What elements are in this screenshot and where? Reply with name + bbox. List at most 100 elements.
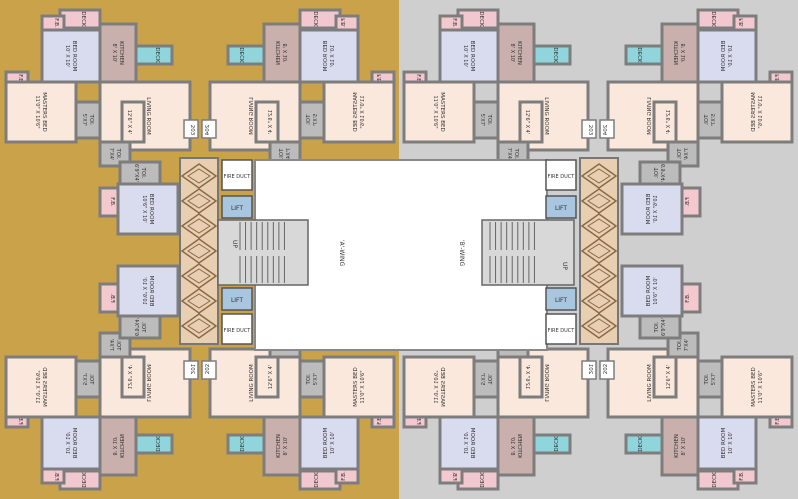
fire-duct-left-top	[221, 159, 253, 191]
bed-room	[438, 28, 500, 84]
kitchen-dim: 8' X 10'	[111, 44, 117, 63]
master-bed-label: MASTERS BED	[353, 367, 359, 406]
toilet-c-dim: 6'9"X4'	[661, 318, 667, 336]
fb-side-label: F.B.	[17, 415, 23, 425]
master-bed-label: MASTERS BED	[439, 92, 445, 131]
flat-number-label: 201	[189, 364, 195, 375]
toilet-c	[638, 160, 682, 186]
deck-side-label: DECK	[240, 47, 246, 63]
deck-label: DECK	[712, 11, 718, 27]
bed-room	[696, 28, 758, 84]
fb-top	[438, 14, 464, 32]
bed-room-dim: 10' X 10'	[64, 45, 70, 67]
kitchen-label: KITCHEN	[674, 41, 680, 65]
passage-dim: 12'6" X 4'	[524, 110, 530, 134]
fb-side-label: F.B.	[17, 74, 23, 84]
passage	[652, 355, 678, 399]
deck	[456, 8, 500, 30]
kitchen-label: KITCHEN	[118, 434, 124, 458]
master-bed	[720, 355, 794, 419]
pattern-diamond	[580, 288, 618, 314]
kitchen	[496, 22, 536, 84]
toilet-a-label: TOI.	[306, 373, 312, 385]
deck-label: DECK	[80, 472, 86, 488]
toilet-a-label: TOI.	[704, 373, 710, 385]
deck	[696, 469, 740, 491]
living-room-label: LIVING ROOM	[145, 364, 151, 402]
core-left: LIFT LIFT FIRE DUCT FIRE DUCT UP 'A'-WIN…	[179, 157, 345, 345]
fb-top-label: F.B.	[739, 471, 745, 481]
master-bed	[402, 355, 476, 419]
deck-label: DECK	[712, 472, 718, 488]
bed-room-label: BED ROOM	[469, 428, 475, 459]
lift-left-bottom	[221, 287, 253, 311]
fb-side-label: F.B.	[415, 415, 421, 425]
pattern-diamond	[580, 213, 618, 239]
lift-label: LIFT	[231, 297, 243, 304]
kitchen-dim: 8' X 10'	[681, 44, 687, 63]
master-bed-dim: 11'0" X 10'6"	[360, 95, 366, 128]
deck	[58, 469, 102, 491]
bed-room-label: BED ROOM	[71, 428, 77, 459]
lift-label: LIFT	[231, 205, 243, 212]
pattern-diamond	[180, 213, 218, 239]
toilet-c-label: TOI.	[140, 166, 146, 178]
bed-room-2	[620, 264, 684, 318]
passage-dim: 12'6" X 4'	[666, 365, 672, 389]
pattern-diamond	[587, 243, 611, 259]
toilet-b-label: TOI.	[115, 147, 121, 159]
toilet-b-dim: 7'X4'	[684, 148, 690, 161]
bed-room-2-label: BED ROOM	[646, 194, 652, 225]
toilet-a-dim: 5'X7'	[479, 114, 485, 127]
fb-side2-label: F.B.	[685, 293, 691, 303]
master-bed-label: MASTERS BED	[353, 92, 359, 131]
master-bed-dim: 11'0" X 10'6"	[34, 95, 40, 128]
toilet-c	[638, 314, 682, 340]
toilet-c-dim: 6'9"X4'	[133, 164, 139, 182]
bed-room-2-label: BED ROOM	[148, 194, 154, 225]
wing-b-label: 'B'-WING	[458, 240, 465, 267]
fire-duct-right-bottom	[545, 313, 577, 345]
kitchen-dim: 8' X 10'	[509, 437, 515, 456]
kitchen-label: KITCHEN	[276, 41, 282, 65]
toilet-b-dim: 7'X4'	[108, 148, 114, 161]
bed-room-dim: 10' X 10'	[330, 45, 336, 67]
kitchen-label: KITCHEN	[674, 434, 680, 458]
fb-top	[732, 14, 758, 32]
deck-label: DECK	[314, 11, 320, 27]
master-bed-dim: 11'0" X 10'6"	[360, 370, 366, 403]
kitchen-dim: 8' X 10'	[681, 437, 687, 456]
master-bed-dim: 11'0" X 10'6"	[758, 95, 764, 128]
master-bed	[4, 80, 78, 144]
toilet-a-label: TOI.	[88, 113, 94, 125]
kitchen	[496, 415, 536, 477]
pattern-diamond	[187, 293, 211, 309]
fire-duct-left-bottom	[221, 313, 253, 345]
toilet-b-label: TOI.	[677, 339, 683, 351]
bed-room-dim: 10' X 10'	[330, 432, 336, 454]
pattern-diamond	[587, 318, 611, 334]
flat-number	[183, 119, 199, 139]
toilet-a-label: TOI.	[486, 373, 492, 385]
toilet-a	[74, 359, 102, 399]
deck-side	[134, 44, 174, 66]
staircase-left	[217, 219, 309, 286]
pattern-diamond	[187, 268, 211, 284]
passage	[120, 100, 146, 144]
passage	[518, 355, 544, 399]
flat-number-label: 202	[205, 364, 211, 375]
fb-top-label: F.B.	[451, 18, 457, 28]
fire-duct-label: FIRE DUCT	[548, 174, 576, 180]
deck-label: DECK	[478, 472, 484, 488]
toilet-a-label: TOI.	[486, 113, 492, 125]
fb-top	[438, 467, 464, 485]
flat-number-label: 204	[205, 125, 211, 136]
flat-number-label: 201	[587, 364, 593, 375]
kitchen-dim: 8' X 10'	[509, 44, 515, 63]
fb-top	[40, 14, 66, 32]
flat-number	[201, 119, 217, 139]
